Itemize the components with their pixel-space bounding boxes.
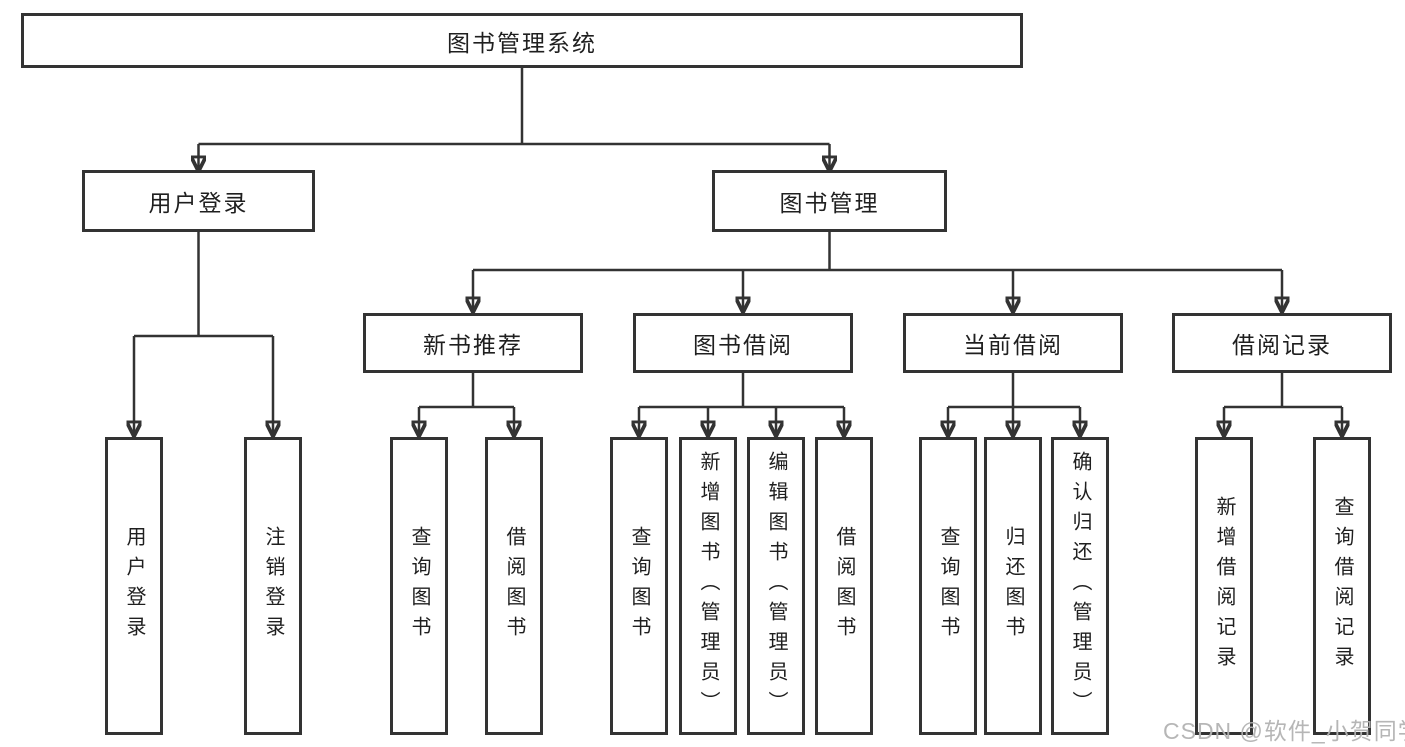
leaf-edit-books-admin: 编辑图书（管理员） <box>747 437 805 735</box>
leaf-borrow-books-recommend-label: 借阅图书 <box>503 526 525 646</box>
leaf-confirm-return-admin-label: 确认归还（管理员） <box>1069 451 1091 721</box>
leaf-logout-action: 注销登录 <box>244 437 302 735</box>
node-book-borrow: 图书借阅 <box>633 313 853 373</box>
node-book-management: 图书管理 <box>712 170 947 232</box>
leaf-return-books: 归还图书 <box>984 437 1042 735</box>
leaf-add-books-admin: 新增图书（管理员） <box>679 437 737 735</box>
leaf-add-books-admin-label: 新增图书（管理员） <box>697 451 719 721</box>
node-book-management-label: 图书管理 <box>779 190 880 216</box>
node-borrow-records: 借阅记录 <box>1172 313 1392 373</box>
leaf-add-borrow-record-label: 新增借阅记录 <box>1213 496 1235 676</box>
node-book-borrow-label: 图书借阅 <box>693 332 793 358</box>
leaf-return-books-label: 归还图书 <box>1002 526 1024 646</box>
leaf-user-login-action: 用户登录 <box>105 437 163 735</box>
leaf-query-books-recommend: 查询图书 <box>390 437 448 735</box>
node-new-book-recommend: 新书推荐 <box>363 313 583 373</box>
leaf-query-books-current-label: 查询图书 <box>937 526 959 646</box>
node-user-login-label: 用户登录 <box>148 190 249 216</box>
leaf-query-books-current: 查询图书 <box>919 437 977 735</box>
node-current-borrow-label: 当前借阅 <box>963 332 1063 358</box>
leaf-add-borrow-record: 新增借阅记录 <box>1195 437 1253 735</box>
leaf-user-login-action-label: 用户登录 <box>123 526 145 646</box>
leaf-logout-action-label: 注销登录 <box>262 526 284 646</box>
leaf-query-books-borrow: 查询图书 <box>610 437 668 735</box>
node-root-label: 图书管理系统 <box>447 29 597 56</box>
leaf-query-borrow-record: 查询借阅记录 <box>1313 437 1371 735</box>
node-new-book-recommend-label: 新书推荐 <box>423 332 523 358</box>
leaf-query-books-borrow-label: 查询图书 <box>628 526 650 646</box>
leaf-borrow-books-recommend: 借阅图书 <box>485 437 543 735</box>
leaf-edit-books-admin-label: 编辑图书（管理员） <box>765 451 787 721</box>
leaf-confirm-return-admin: 确认归还（管理员） <box>1051 437 1109 735</box>
csdn-watermark: CSDN @软件_小贺同学 <box>1163 718 1405 744</box>
leaf-borrow-books-borrow: 借阅图书 <box>815 437 873 735</box>
node-user-login: 用户登录 <box>82 170 315 232</box>
node-root-system: 图书管理系统 <box>21 13 1023 68</box>
leaf-borrow-books-borrow-label: 借阅图书 <box>833 526 855 646</box>
leaf-query-borrow-record-label: 查询借阅记录 <box>1331 496 1353 676</box>
leaf-query-books-recommend-label: 查询图书 <box>408 526 430 646</box>
node-borrow-records-label: 借阅记录 <box>1232 332 1332 358</box>
node-current-borrow: 当前借阅 <box>903 313 1123 373</box>
